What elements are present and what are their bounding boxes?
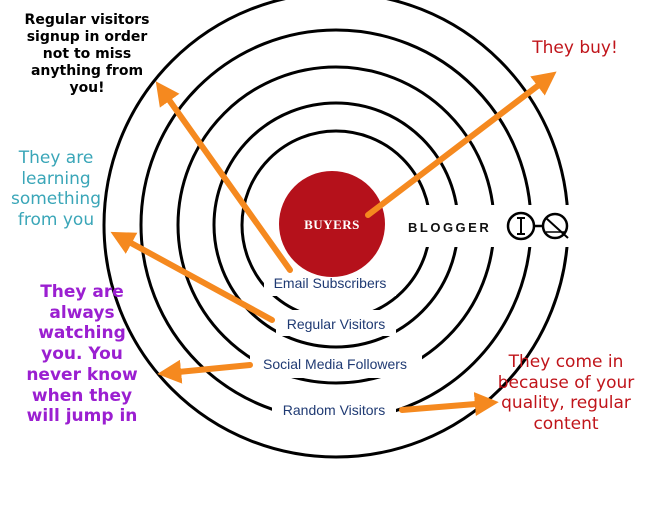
watching-note: They are always watching you. You never … bbox=[26, 282, 138, 427]
blogger-logo-text: BLOGGER bbox=[408, 220, 491, 235]
email-subscribers-label: Email Subscribers bbox=[274, 275, 387, 291]
regular-visitors-label: Regular Visitors bbox=[287, 316, 386, 332]
arrow-buyers-to-buy-note bbox=[365, 71, 557, 218]
buyers-circle bbox=[279, 171, 385, 277]
regular-visitors-signup-note: Regular visitors signup in order not to … bbox=[24, 12, 150, 97]
arrow-social-to-watching-note bbox=[157, 359, 253, 384]
magnifier-glasses-icon bbox=[506, 211, 569, 241]
arrow-regular-to-learning-note bbox=[110, 231, 275, 323]
label-plate-regular bbox=[276, 310, 396, 336]
they-buy-note: They buy! bbox=[532, 38, 618, 58]
buyers-label: BUYERS bbox=[304, 217, 360, 232]
social-media-followers-label: Social Media Followers bbox=[263, 356, 407, 372]
label-plate-social bbox=[250, 350, 422, 378]
arrow-email-to-signup-note bbox=[155, 81, 293, 273]
random-visitors-label: Random Visitors bbox=[283, 402, 385, 418]
learning-note: They are learning something from you bbox=[10, 148, 101, 231]
label-plate-random bbox=[272, 396, 396, 424]
logo-plate bbox=[402, 205, 574, 247]
quality-content-note: They come in because of your quality, re… bbox=[497, 352, 635, 435]
arrow-random-to-quality-note bbox=[399, 392, 499, 417]
